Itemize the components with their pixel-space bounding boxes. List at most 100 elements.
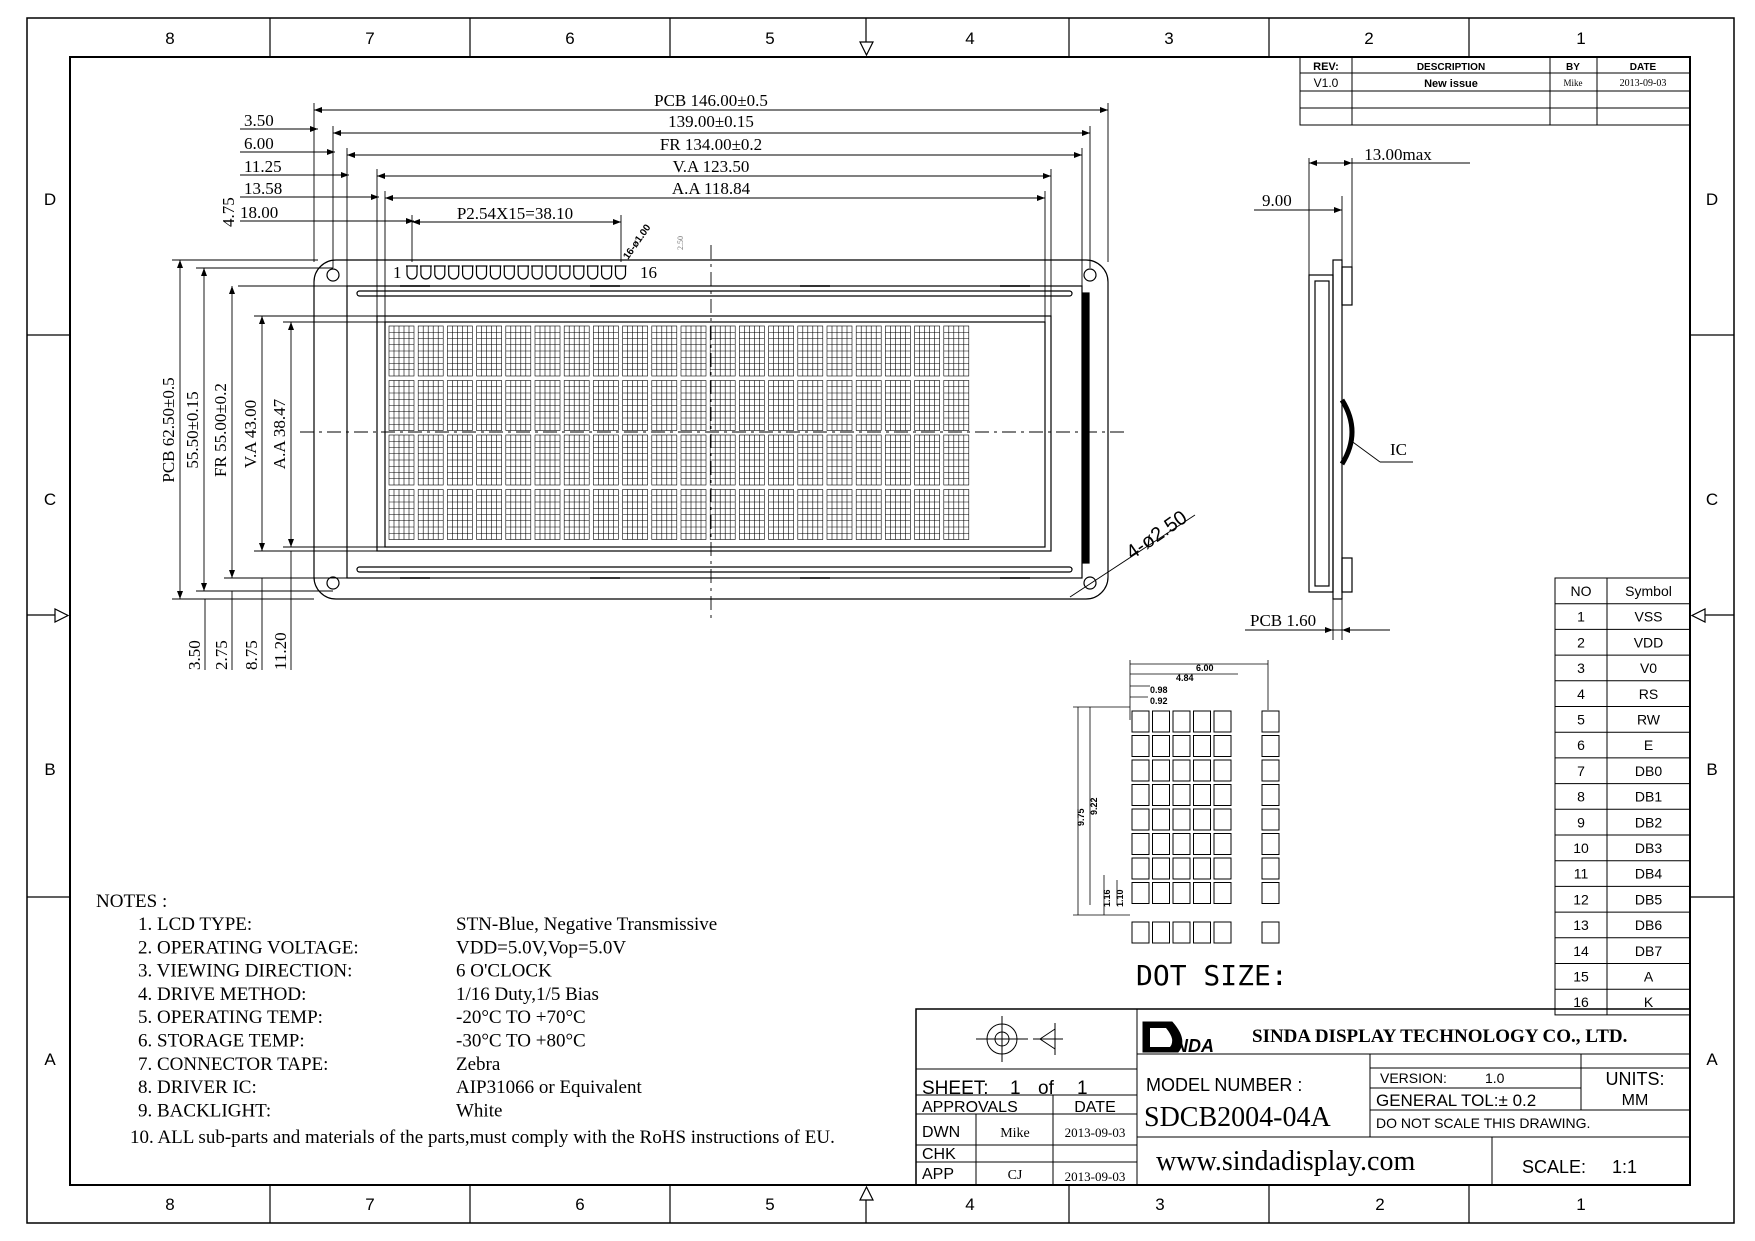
dim-va-width: V.A 123.50 xyxy=(673,157,750,176)
cursor-dot xyxy=(1152,921,1170,944)
scale-label: SCALE: xyxy=(1522,1157,1586,1177)
dot xyxy=(1213,833,1232,855)
dot xyxy=(1172,784,1191,806)
dim-holes: 4-ø2.50 xyxy=(1122,507,1191,565)
dim-va-height: V.A 43.00 xyxy=(241,400,260,468)
pin-symbol: VSS xyxy=(1634,609,1662,625)
dot xyxy=(1131,882,1150,904)
cursor-dot xyxy=(1131,921,1150,944)
pin-symbol: RS xyxy=(1639,686,1658,702)
dot xyxy=(1172,882,1191,904)
note-label: 6. STORAGE TEMP: xyxy=(138,1031,305,1052)
note-value: Zebra xyxy=(456,1054,501,1075)
dot-size-title: DOT SIZE: xyxy=(1136,959,1288,992)
zone-row-left-C: C xyxy=(44,490,56,509)
pin-pad xyxy=(420,266,432,280)
dim-frame-height: FR 55.00±0.2 xyxy=(211,383,230,477)
dot xyxy=(1131,833,1150,855)
zone-col-bottom-7: 7 xyxy=(365,1195,374,1214)
note-value: -30°C TO +80°C xyxy=(456,1031,586,1052)
character-grid xyxy=(388,325,970,540)
zone-row-left-B: B xyxy=(44,760,55,779)
dot xyxy=(1172,833,1191,855)
spacer-dot xyxy=(1261,710,1280,733)
units-value: MM xyxy=(1622,1092,1649,1109)
note-label: 4. DRIVE METHOD: xyxy=(138,984,306,1005)
pin-1-label: 1 xyxy=(393,263,402,282)
company-name: SINDA DISPLAY TECHNOLOGY CO., LTD. xyxy=(1252,1026,1627,1047)
dim-hole-span: 139.00±0.15 xyxy=(668,112,754,131)
dot xyxy=(1172,857,1191,880)
title-block xyxy=(915,1008,1691,1186)
spacer-dot xyxy=(1261,759,1280,782)
spacer-dot xyxy=(1261,808,1280,831)
dot xyxy=(1193,759,1211,782)
model-label: MODEL NUMBER : xyxy=(1146,1075,1302,1095)
zone-col-bottom-5: 5 xyxy=(765,1195,774,1214)
front-dimensions xyxy=(172,103,1196,670)
zone-row-right-D: D xyxy=(1706,190,1718,209)
app-name: CJ xyxy=(1008,1168,1023,1183)
dot xyxy=(1213,759,1232,782)
dot xyxy=(1131,808,1150,831)
approvals-label: APPROVALS xyxy=(922,1099,1018,1116)
note-label: 8. DRIVER IC: xyxy=(138,1077,257,1098)
spacer-dot xyxy=(1261,882,1280,904)
dot xyxy=(1152,882,1170,904)
pin-symbol: DB7 xyxy=(1635,943,1662,959)
pin-symbol: A xyxy=(1644,969,1654,985)
lcd-front-view xyxy=(300,245,1125,620)
zone-row-right-B: B xyxy=(1706,760,1717,779)
zone-col-top-4: 4 xyxy=(965,29,974,48)
dot-h2: 9.22 xyxy=(1089,797,1099,815)
dot xyxy=(1131,735,1150,757)
zone-row-right-A: A xyxy=(1706,1050,1718,1069)
dot xyxy=(1131,857,1150,880)
dim-4-75: 4.75 xyxy=(219,197,238,227)
dot xyxy=(1152,735,1170,757)
zone-col-top-7: 7 xyxy=(365,29,374,48)
spacer-dot xyxy=(1261,833,1280,855)
dim-offset-4: 13.58 xyxy=(244,179,282,198)
zone-col-top-8: 8 xyxy=(165,29,174,48)
pin-pad xyxy=(573,266,585,280)
dot xyxy=(1213,784,1232,806)
pad-small: 2.50 xyxy=(676,236,685,250)
version-label: VERSION: xyxy=(1380,1070,1447,1086)
lcd-side-view xyxy=(1245,158,1470,640)
logo-text: INDA xyxy=(1170,1036,1214,1056)
pin-pad xyxy=(434,266,446,280)
dim-max-thickness: 13.00max xyxy=(1364,145,1432,164)
dot-h1: 9.75 xyxy=(1076,808,1086,826)
dim-bottom-4: 11.20 xyxy=(271,632,290,670)
sheet-total: 1 xyxy=(1077,1078,1088,1099)
dim-9: 9.00 xyxy=(1262,191,1292,210)
ic-label: IC xyxy=(1390,440,1407,459)
app-date: 2013-09-03 xyxy=(1065,1169,1126,1184)
zone-col-bottom-1: 1 xyxy=(1576,1195,1585,1214)
note-label: 5. OPERATING TEMP: xyxy=(138,1007,323,1028)
dot xyxy=(1193,735,1211,757)
note-label: 7. CONNECTOR TAPE: xyxy=(138,1054,328,1075)
note-value: VDD=5.0V,Vop=5.0V xyxy=(456,937,626,958)
dot-h3: 1.16 xyxy=(1102,889,1112,907)
revision-table xyxy=(1299,56,1691,126)
dot xyxy=(1213,882,1232,904)
viewing-area xyxy=(376,315,1052,552)
pin-no: 16 xyxy=(1573,994,1589,1010)
zone-dividers xyxy=(27,18,1734,1223)
dot xyxy=(1152,759,1170,782)
pin-pad xyxy=(503,266,515,280)
note-label: 9. BACKLIGHT: xyxy=(138,1100,271,1121)
active-area xyxy=(384,321,1046,548)
dot xyxy=(1131,759,1150,782)
approval-date-header: DATE xyxy=(1074,1099,1115,1116)
chk-label: CHK xyxy=(922,1146,956,1163)
dim-offset-1: 3.50 xyxy=(244,111,274,130)
note-value: -20°C TO +70°C xyxy=(456,1007,586,1028)
pin-no: 3 xyxy=(1577,660,1585,676)
pin-symbol: DB1 xyxy=(1635,789,1662,805)
note-value: 6 O'CLOCK xyxy=(456,961,552,982)
pin-no: 13 xyxy=(1573,917,1589,933)
